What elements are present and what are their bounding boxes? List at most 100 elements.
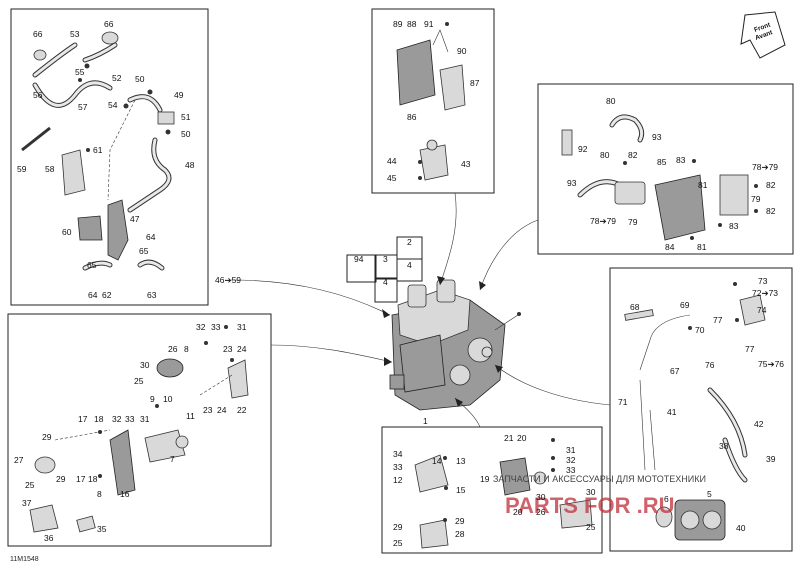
figure-code: 11M1548: [10, 556, 39, 563]
callout: 69: [680, 300, 690, 310]
callout: 64: [88, 290, 98, 300]
callout: 44: [387, 156, 397, 166]
callout: 93: [652, 132, 662, 142]
callout: 4: [407, 260, 412, 270]
callout: 60: [62, 227, 72, 237]
callout: 61: [93, 145, 103, 155]
callout: 66: [104, 19, 114, 29]
callout: 56: [33, 90, 43, 100]
panel-cooling-hoses: [10, 8, 209, 306]
engine-mounts-group: [29, 358, 249, 533]
callout: 65: [87, 260, 97, 270]
callout: 77: [745, 344, 755, 354]
callout: 38: [719, 441, 729, 451]
callout: 71: [618, 397, 628, 407]
callout: 30: [140, 360, 150, 370]
callout: 76: [705, 360, 715, 370]
callout: 15: [456, 485, 466, 495]
callout: 35: [97, 524, 107, 534]
callout: 25: [134, 376, 144, 386]
callout: 29: [455, 516, 465, 526]
callout: 1: [423, 416, 428, 426]
box-4b: [396, 258, 423, 282]
callout: 80: [606, 96, 616, 106]
callout: 17: [76, 474, 86, 484]
callout: 89: [393, 19, 403, 29]
callout: 77: [713, 315, 723, 325]
callout: 80: [600, 150, 610, 160]
callout: 8: [97, 489, 102, 499]
callout: 79: [628, 217, 638, 227]
callout: 6: [664, 494, 669, 504]
callout: 36: [44, 533, 54, 543]
callout: 82: [766, 206, 776, 216]
callout: 50: [181, 129, 191, 139]
throttle-group: [624, 294, 766, 541]
callout: 20: [517, 433, 527, 443]
callout: 33: [393, 462, 403, 472]
box-4: [374, 277, 398, 303]
callout: 29: [393, 522, 403, 532]
lower-mounts-group: [414, 454, 593, 549]
callout: 28: [455, 529, 465, 539]
panel-ecm-top: [371, 8, 495, 194]
callout: 31: [140, 414, 150, 424]
callout: 49: [174, 90, 184, 100]
callout: 31: [566, 445, 576, 455]
callout: 63: [147, 290, 157, 300]
callout: 22: [237, 405, 247, 415]
callout: 5: [707, 489, 712, 499]
callout: 39: [766, 454, 776, 464]
callout: 42: [754, 419, 764, 429]
callout: 23: [223, 344, 233, 354]
callout: 37: [22, 498, 32, 508]
callout: 30: [536, 492, 546, 502]
callout: 47: [130, 214, 140, 224]
callout: 21: [504, 433, 514, 443]
callout: 50: [135, 74, 145, 84]
callout: 73: [758, 276, 768, 286]
callout: 55: [75, 67, 85, 77]
callout: 43: [461, 159, 471, 169]
callout: 31: [237, 322, 247, 332]
callout: 81: [697, 242, 707, 252]
callout: 24: [217, 405, 227, 415]
callout: 65: [139, 246, 149, 256]
callout: 27: [14, 455, 24, 465]
callout: 17: [78, 414, 88, 424]
callout: 83: [729, 221, 739, 231]
callout: 13: [456, 456, 466, 466]
callout: 25: [25, 480, 35, 490]
callout: 18: [94, 414, 104, 424]
callout: 66: [33, 29, 43, 39]
callout: 81: [698, 180, 708, 190]
callout: 11: [186, 411, 195, 421]
ref-72-73: 72➔73: [752, 288, 778, 298]
watermark-subtitle: ЗАПЧАСТИ И АКСЕССУАРЫ ДЛЯ МОТОТЕХНИКИ: [493, 474, 706, 484]
callout: 3: [383, 254, 388, 264]
callout: 19: [480, 474, 490, 484]
callout: 33: [211, 322, 221, 332]
callout: 29: [42, 432, 52, 442]
callout: 54: [108, 100, 118, 110]
callout: 79: [751, 194, 761, 204]
callout: 18: [88, 474, 98, 484]
callout: 85: [657, 157, 667, 167]
callout: 58: [45, 164, 55, 174]
panel-throttle-body: [609, 267, 793, 552]
panel-engine-mounts: [7, 313, 272, 547]
callout: 8: [184, 344, 189, 354]
engine-block: [389, 279, 521, 411]
fastener-markers: [78, 22, 758, 522]
callout: 59: [17, 164, 27, 174]
callout: 86: [407, 112, 417, 122]
callout: 32: [196, 322, 206, 332]
callout: 88: [407, 19, 417, 29]
callout: 62: [102, 290, 112, 300]
callout: 26: [536, 507, 546, 517]
callout: 26: [168, 344, 178, 354]
panel-lower-mounts: [381, 426, 603, 554]
callout: 82: [766, 180, 776, 190]
callout: 40: [736, 523, 746, 533]
callout: 9: [150, 394, 155, 404]
